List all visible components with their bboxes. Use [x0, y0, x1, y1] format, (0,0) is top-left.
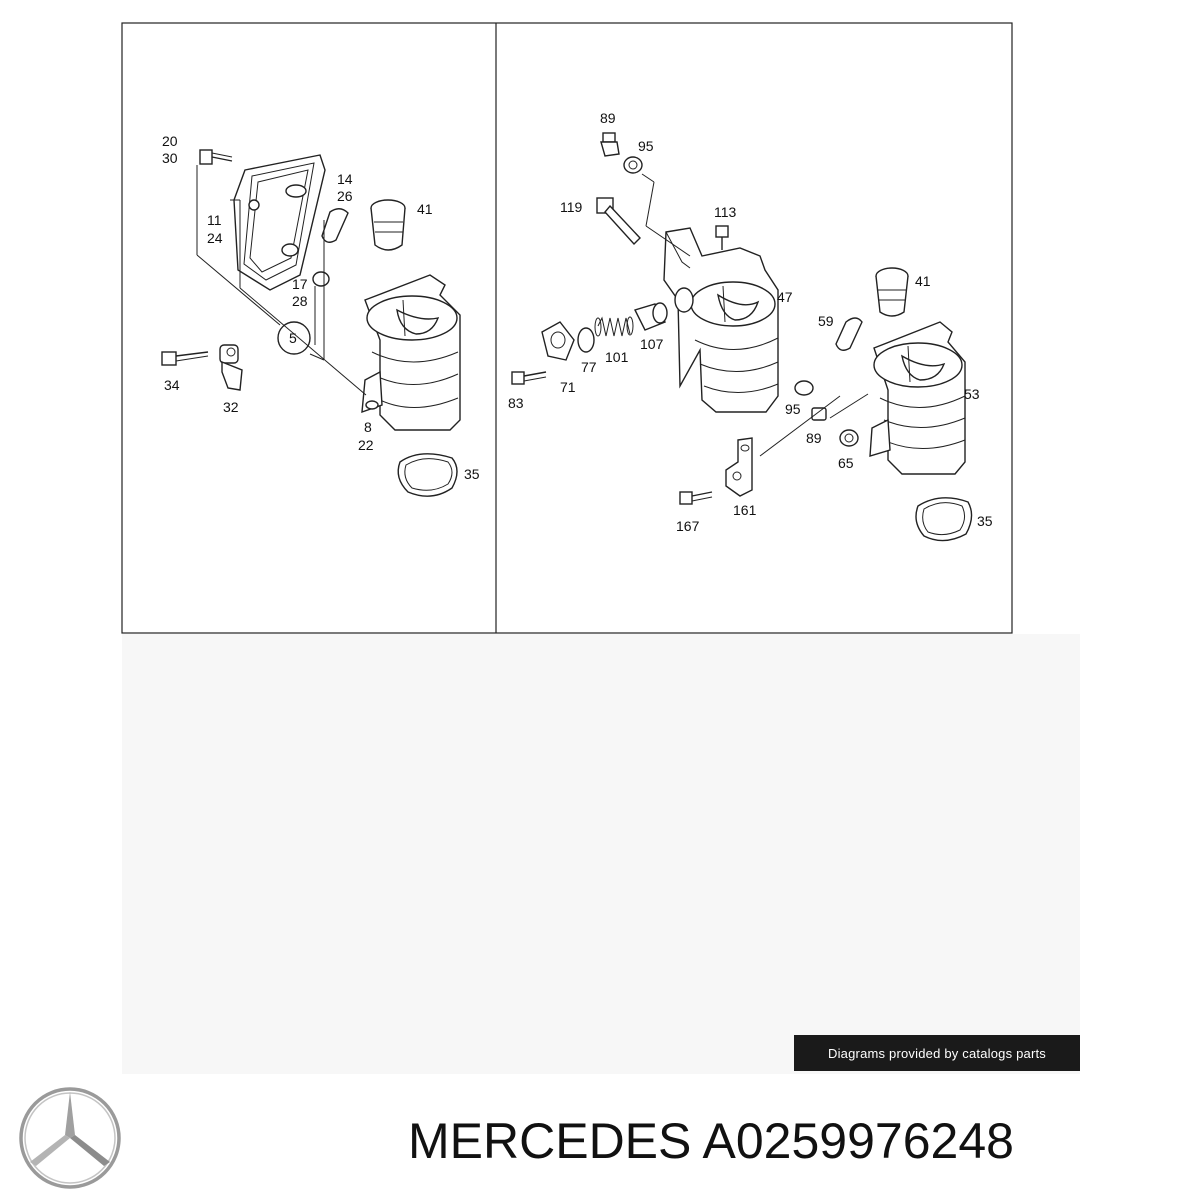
callout-95-lower: 95	[785, 401, 801, 417]
plug-part	[600, 132, 620, 157]
callout-167: 167	[676, 518, 700, 534]
callout-89-lower: 89	[806, 430, 822, 446]
callout-22: 22	[358, 437, 374, 453]
bracket-part	[725, 437, 753, 497]
callout-101: 101	[605, 349, 629, 365]
long-bolt-part	[596, 197, 641, 246]
valve-piston-part	[634, 302, 668, 331]
washer-top-part	[623, 156, 643, 174]
bolt-83-part	[511, 371, 547, 385]
diagram-border	[121, 22, 1013, 634]
callout-41-right: 41	[915, 273, 931, 289]
plug-lower-part	[811, 407, 827, 421]
callout-83: 83	[508, 395, 524, 411]
three-pointed-star-icon	[19, 1087, 121, 1189]
oil-cooler-part	[233, 154, 326, 291]
diagram-background	[122, 634, 1080, 1074]
callout-26: 26	[337, 188, 353, 204]
gasket-part	[397, 453, 458, 497]
callout-59: 59	[818, 313, 834, 329]
callout-34: 34	[164, 377, 180, 393]
spring-part	[594, 316, 634, 337]
bolt-167-part	[679, 491, 713, 505]
callout-47: 47	[777, 289, 793, 305]
filter-housing-47-part	[663, 227, 779, 413]
washer-lower-part	[794, 380, 814, 396]
screw-part	[161, 351, 209, 366]
sensor-part	[219, 344, 243, 391]
callout-32: 32	[223, 399, 239, 415]
washer-65-part	[839, 429, 859, 447]
callout-24: 24	[207, 230, 223, 246]
brand-name: MERCEDES	[408, 1113, 692, 1169]
part-title: MERCEDES A0259976248	[408, 1108, 1198, 1174]
filter-insert-right-part	[875, 267, 909, 317]
cover-plate-part	[541, 321, 575, 361]
callout-8: 8	[364, 419, 372, 435]
callout-77: 77	[581, 359, 597, 375]
callout-28: 28	[292, 293, 308, 309]
callout-107: 107	[640, 336, 664, 352]
left-panel: 20 30 11 24 14 26 41 17 28 5 34 32 8 22 …	[161, 133, 480, 497]
callout-65: 65	[838, 455, 854, 471]
gasket-right-part	[915, 497, 973, 542]
callout-35-left: 35	[464, 466, 480, 482]
filter-housing-53-part	[869, 321, 966, 475]
callout-5: 5	[289, 330, 297, 346]
right-panel: 89 95 119 113 41 47 59 107 101 77 71 83 …	[508, 110, 993, 542]
group-circle	[277, 321, 311, 355]
callout-89-top: 89	[600, 110, 616, 126]
callout-161: 161	[733, 502, 757, 518]
provider-banner: Diagrams provided by catalogs parts	[794, 1035, 1080, 1071]
bolt-part	[199, 149, 233, 165]
callout-35-right: 35	[977, 513, 993, 529]
washer-part	[312, 271, 330, 287]
part-number: A0259976248	[702, 1113, 1014, 1169]
filter-housing-part	[361, 274, 461, 431]
callout-113: 113	[714, 204, 737, 220]
callout-17: 17	[292, 276, 308, 292]
callout-14: 14	[337, 171, 353, 187]
callout-20: 20	[162, 133, 178, 149]
callout-41-left: 41	[417, 201, 433, 217]
filter-insert-part	[370, 199, 406, 251]
o-ring-part	[577, 327, 595, 353]
callout-119: 119	[560, 199, 583, 215]
callout-11: 11	[207, 212, 222, 228]
callout-53: 53	[964, 386, 980, 402]
callout-95-top: 95	[638, 138, 654, 154]
callout-30: 30	[162, 150, 178, 166]
seal-59-part	[835, 317, 863, 351]
small-screw-part	[715, 225, 729, 250]
callout-71: 71	[560, 379, 576, 395]
